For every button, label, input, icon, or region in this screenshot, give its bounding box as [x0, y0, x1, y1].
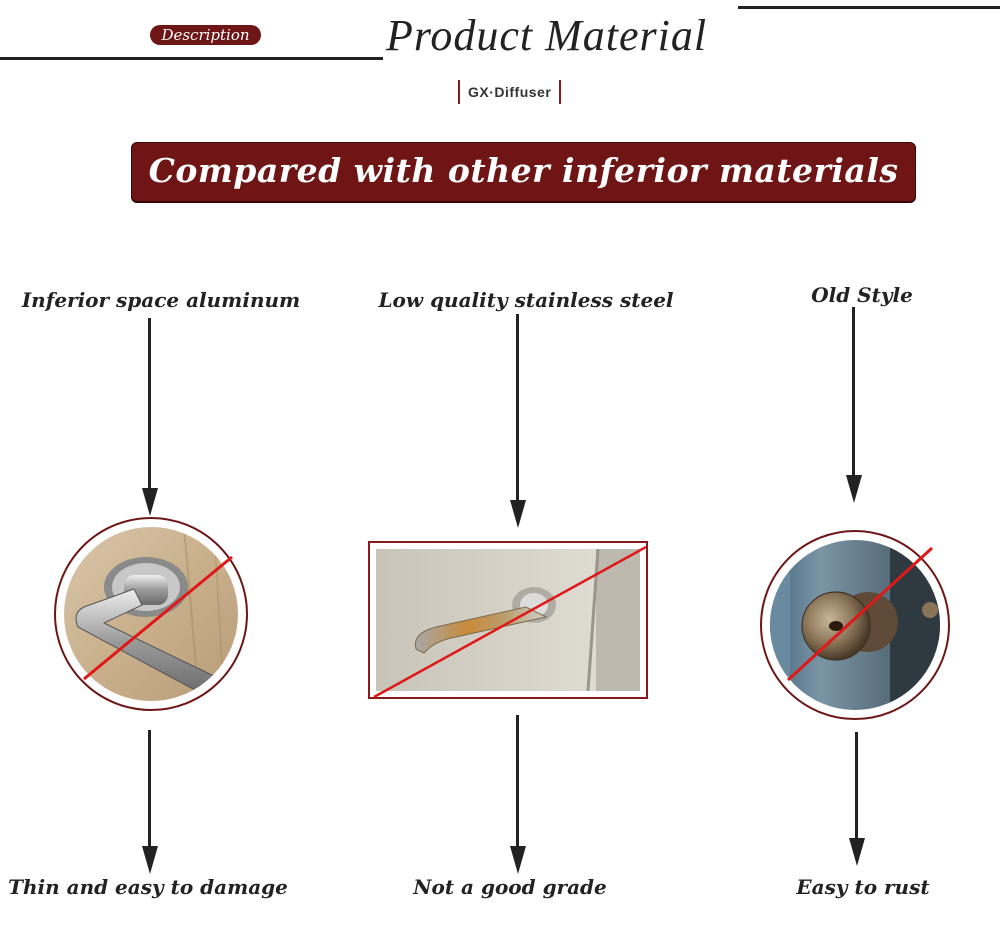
description-badge: Description [150, 25, 261, 45]
arrow-down-icon [852, 307, 855, 477]
comparison-banner: Compared with other inferior materials [131, 142, 916, 202]
column-1-top-label: Inferior space aluminum [21, 288, 301, 312]
door-knob-image [760, 530, 950, 720]
arrow-down-icon [148, 318, 151, 490]
stainless-handle-image [368, 541, 648, 699]
header-rule-left [0, 57, 383, 60]
arrow-down-icon [516, 715, 519, 848]
rusty-lever-handle-icon [376, 549, 640, 691]
aluminum-handle-image [54, 517, 248, 711]
header-rule-right [738, 6, 1000, 9]
strike-line-icon [373, 545, 647, 699]
arrow-head-icon [142, 846, 158, 874]
arrow-down-icon [855, 732, 858, 840]
brand-label: GX·Diffuser [458, 80, 562, 104]
arrow-head-icon [510, 500, 526, 528]
column-2-bottom-label: Not a good grade [413, 875, 607, 899]
strike-line-icon [786, 546, 934, 682]
arrow-down-icon [148, 730, 151, 848]
column-3-bottom-label: Easy to rust [796, 875, 930, 899]
arrow-head-icon [846, 475, 862, 503]
arrow-head-icon [510, 846, 526, 874]
arrow-head-icon [849, 838, 865, 866]
strike-line-icon [83, 555, 233, 681]
column-2-top-label: Low quality stainless steel [378, 288, 674, 312]
column-3-top-label: Old Style [811, 283, 913, 307]
arrow-head-icon [142, 488, 158, 516]
page-title: Product Material [386, 11, 708, 60]
column-1-bottom-label: Thin and easy to damage [8, 875, 288, 899]
arrow-down-icon [516, 314, 519, 502]
